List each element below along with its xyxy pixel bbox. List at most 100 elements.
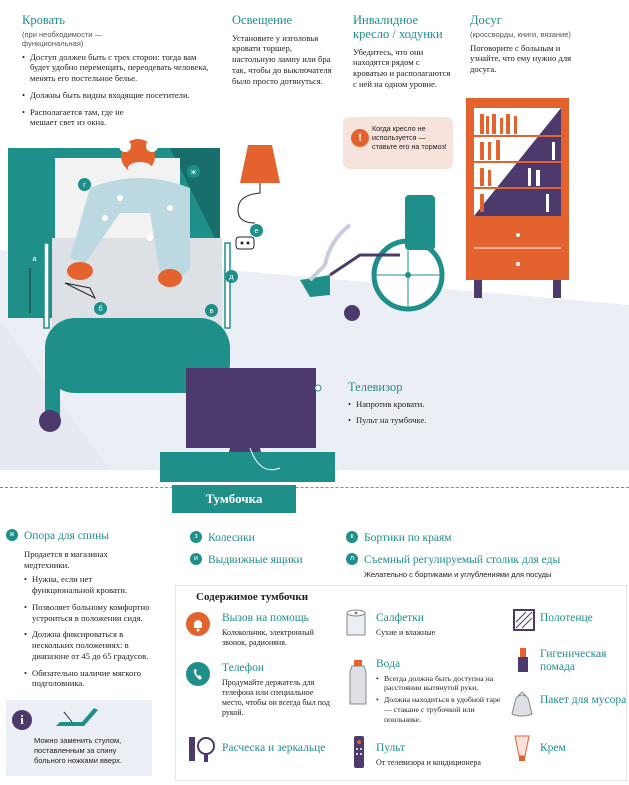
item-water: Вода Всегда должна быть доступна на расс… xyxy=(376,658,501,730)
contents-title: Содержимое тумбочки xyxy=(196,591,309,603)
item-call: Вызов на помощь Колокольчик, электронный… xyxy=(222,612,332,648)
item-title: Пульт xyxy=(376,742,406,754)
feature-table: л Съемный регулируемый столик для еды Жел… xyxy=(346,548,626,579)
item-title: Гигеническая помада xyxy=(540,648,607,673)
wheelchair-title: Инвалидное кресло / ходунки xyxy=(353,13,443,41)
water-bullets: Всегда должна быть доступна на расстояни… xyxy=(376,674,501,725)
feature-label: Выдвижные ящики xyxy=(208,554,303,566)
feature-label: Бортики по краям xyxy=(364,532,452,544)
marker-zh: ж xyxy=(187,165,200,178)
back-support-bullet: Позволяет больному комфортно устроиться … xyxy=(24,602,154,623)
tv-bullet: Пульт на тумбочке. xyxy=(348,415,458,426)
phone-icon xyxy=(186,662,210,686)
tag-l: л xyxy=(346,552,358,565)
item-desc: Колокольчик, электронный звонок, радионя… xyxy=(222,627,314,647)
feature-drawers: и Выдвижные ящики xyxy=(190,548,303,567)
back-support-section: ж Опора для спины Продается в магазинах м… xyxy=(6,524,161,695)
info-icon: i xyxy=(12,710,32,730)
warning-text: Когда кресло не используется — ставьте е… xyxy=(372,124,447,151)
brake-warning: ! Когда кресло не используется — ставьте… xyxy=(343,117,453,169)
marker-b: б xyxy=(94,302,107,315)
bed-section: Кровать (при необходимости — функциональ… xyxy=(22,13,212,134)
back-support-bullets: Нужна, если нет функциональной кровати. … xyxy=(24,574,154,689)
feature-table-desc: Желательно с бортиками и углублениями дл… xyxy=(364,570,552,579)
bookshelf-icon xyxy=(466,98,569,298)
back-support-info-box: i Можно заменить стулом, поставленным за… xyxy=(6,700,152,776)
marker-a: а xyxy=(28,252,41,265)
section-divider xyxy=(0,487,629,488)
leisure-text: Поговорите с больным и узнайте, что ему … xyxy=(470,42,572,75)
cream-tube-icon xyxy=(514,735,530,761)
comb-mirror-icon xyxy=(189,737,215,762)
napkin-roll-icon xyxy=(346,609,366,636)
feature-side-rails: к Бортики по краям xyxy=(346,526,452,545)
lighting-text: Установите у изголовья кровати торшер, н… xyxy=(232,32,332,86)
bed-bullets: Доступ должен быть с трех сторон: тогда … xyxy=(22,52,212,128)
trash-bag-icon xyxy=(511,691,533,717)
wheelchair-section: Инвалидное кресло / ходунки Убедитесь, ч… xyxy=(353,13,453,89)
item-title: Крем xyxy=(540,742,566,754)
item-title: Расческа и зеркальце xyxy=(222,742,326,754)
item-desc: От телевизора и кондиционера xyxy=(376,757,481,767)
bed-bullet: Должны быть видны входящие посетители. xyxy=(22,90,212,101)
item-bag: Пакет для мусора xyxy=(540,694,629,707)
tag-zh: ж xyxy=(6,528,18,541)
back-support-bullet: Нужна, если нет функциональной кровати. xyxy=(24,574,154,595)
water-bullet: Всегда должна быть доступна на расстояни… xyxy=(376,674,501,693)
back-support-bullet: Должна фиксироваться в нескольких положе… xyxy=(24,629,154,661)
item-napkins: Салфетки Сухие и влажные xyxy=(376,612,496,638)
wheelchair-text: Убедитесь, что они находятся рядом с кро… xyxy=(353,46,451,89)
tv-bullet: Напротив кровати. xyxy=(348,399,458,410)
item-title: Вызов на помощь xyxy=(222,612,309,624)
item-phone: Телефон Продумайте держатель для телефон… xyxy=(222,662,332,718)
bed-subtitle: (при необходимости — функциональная) xyxy=(22,29,103,48)
leisure-section: Досуг (кроссворды, книги, вязание) Погов… xyxy=(470,13,580,75)
tv-section: Телевизор Напротив кровати. Пульт на тум… xyxy=(348,380,458,432)
leisure-title: Досуг xyxy=(470,13,502,27)
item-title: Телефон xyxy=(222,662,265,674)
lighting-section: Освещение Установите у изголовья кровати… xyxy=(232,13,332,86)
wheelchair-icon xyxy=(300,195,445,321)
feature-wheels: з Колесики xyxy=(190,526,255,545)
floor-lamp-icon xyxy=(235,145,280,250)
towel-icon xyxy=(513,609,535,631)
leisure-subtitle: (кроссворды, книги, вязание) xyxy=(470,29,571,39)
lipstick-icon xyxy=(518,648,528,672)
item-title: Вода xyxy=(376,658,401,670)
back-support-info-text: Можно заменить стулом, поставленным за с… xyxy=(34,736,122,765)
tag-k: к xyxy=(346,530,358,543)
tv-bullets: Напротив кровати. Пульт на тумбочке. xyxy=(348,399,458,426)
marker-v: в xyxy=(205,304,218,317)
bed-bullet: Располагается там, где не мешает свет из… xyxy=(22,107,145,128)
tag-i: и xyxy=(190,552,202,565)
bed-bullet: Доступ должен быть с трех сторон: тогда … xyxy=(22,52,212,84)
tag-z: з xyxy=(190,530,202,543)
bed-title: Кровать xyxy=(22,13,65,27)
bell-icon xyxy=(186,612,210,636)
item-desc: Сухие и влажные xyxy=(376,627,436,637)
feature-label: Съемный регулируемый столик для еды xyxy=(364,554,561,566)
back-support-intro: Продается в магазинах медтехники. xyxy=(24,549,108,570)
chair-backrest-icon xyxy=(56,708,98,726)
bed-illustration xyxy=(8,139,231,432)
lighting-title: Освещение xyxy=(232,13,293,27)
item-towel: Полотенце xyxy=(540,612,593,625)
marker-d: д xyxy=(225,270,238,283)
feature-label: Колесики xyxy=(208,532,255,544)
warning-icon: ! xyxy=(351,129,369,147)
item-title: Полотенце xyxy=(540,612,593,624)
contents-panel: Содержимое тумбочки Вызов на помощь Коло… xyxy=(176,586,626,780)
back-support-bullet: Обязательно наличие мягкого подголовника… xyxy=(24,668,154,689)
back-support-title: Опора для спины xyxy=(24,530,109,542)
marker-g: г xyxy=(78,178,91,191)
item-hygiene: Гигеническая помада xyxy=(540,648,629,673)
water-bottle-icon xyxy=(349,660,367,705)
marker-e: е xyxy=(250,224,263,237)
remote-icon xyxy=(354,736,364,768)
item-title: Салфетки xyxy=(376,612,424,624)
item-remote: Пульт От телевизора и кондиционера xyxy=(376,742,506,768)
nightstand-title: Тумбочка xyxy=(172,485,296,513)
item-title: Пакет для мусора xyxy=(540,694,627,706)
tv-illustration xyxy=(160,368,335,482)
water-bullet: Должна находиться в удобной таре — стака… xyxy=(376,695,501,724)
